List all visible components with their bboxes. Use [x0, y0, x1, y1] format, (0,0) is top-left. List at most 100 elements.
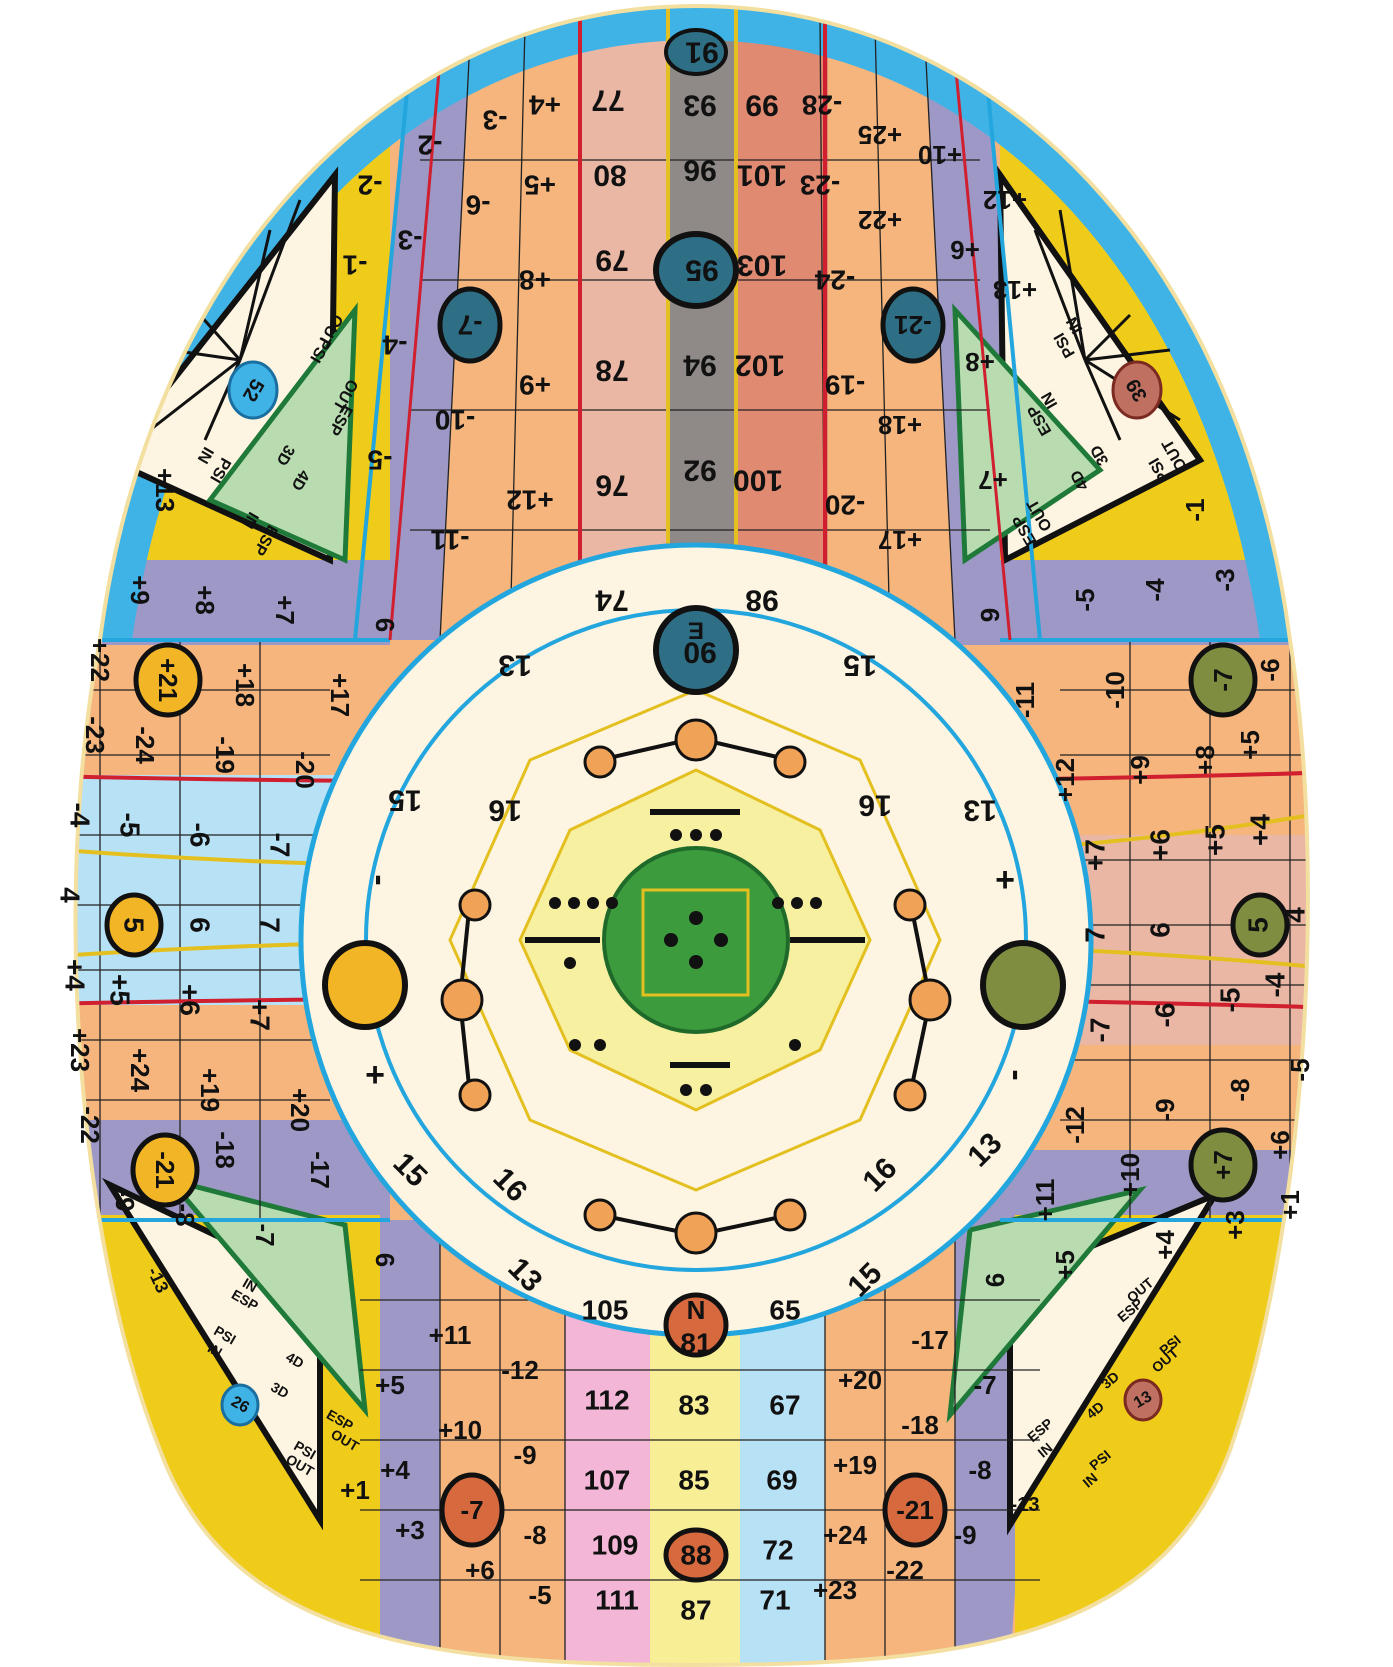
cell-label: +6 [1145, 829, 1176, 861]
cell-label: +9 [125, 575, 155, 605]
cell-label: -7 [1208, 668, 1238, 691]
cell-label: +1 [340, 1475, 370, 1505]
cell-label: +6 [175, 984, 206, 1016]
cell-label: +10 [918, 140, 962, 170]
cell-label: -4 [65, 803, 96, 828]
cell-label: -8 [523, 1520, 546, 1550]
cell-label: 105 [582, 1295, 629, 1326]
cell-label: -3 [398, 225, 423, 256]
cell-label: -23 [800, 170, 840, 201]
cell-label: 88 [680, 1540, 711, 1571]
cell-label: +5 [375, 1370, 405, 1400]
cell-label: + [365, 1056, 385, 1094]
cell-label: +8 [965, 347, 995, 377]
cell-label: 93 [683, 89, 716, 122]
cell-label: +4 [1245, 814, 1276, 846]
cell-label: +11 [1030, 1179, 1060, 1222]
cell-label: -11 [1010, 682, 1040, 718]
cell-label: +4 [529, 90, 561, 121]
cell-label: 9 [975, 608, 1005, 622]
cell-label: +6 [1265, 1130, 1295, 1160]
cell-label: -19 [210, 736, 240, 774]
cell-label: -9 [110, 1188, 140, 1211]
cell-label: -3 [483, 105, 508, 136]
cell-label: 80 [593, 159, 626, 192]
cell-label: -6 [1150, 1003, 1181, 1028]
cell-label: +19 [833, 1450, 877, 1480]
cell-label: -17 [305, 1151, 335, 1189]
cell-label: +17 [325, 673, 355, 717]
cell-label: +5 [1200, 824, 1231, 856]
cell-label: +19 [195, 1068, 225, 1112]
cell-label: 111 [595, 1585, 639, 1616]
cell-label: +25 [858, 120, 902, 150]
cell-label: +22 [85, 638, 115, 682]
cell-label: +12 [506, 485, 554, 516]
cell-label: +13 [150, 468, 180, 512]
cell-label: 85 [678, 1465, 709, 1496]
cell-label: +11 [429, 1320, 472, 1350]
cell-label: -12 [501, 1355, 539, 1385]
cell-label: -4 [1140, 578, 1170, 602]
cell-label: -5 [1215, 988, 1246, 1013]
cell-label: -8 [1225, 1078, 1255, 1101]
cell-label: +18 [230, 663, 260, 707]
cell-label: 7 [1080, 927, 1111, 943]
cell-label: -20 [825, 490, 865, 521]
cell-label: 96 [683, 154, 716, 187]
cell-label: +23 [813, 1575, 857, 1605]
cell-label: +13 [993, 275, 1037, 305]
cell-label: +7 [245, 999, 276, 1031]
cell-label: 67 [769, 1390, 800, 1421]
cell-label: 72 [762, 1535, 793, 1566]
cell-label: 77 [591, 84, 624, 117]
cell-label: +23 [65, 1028, 95, 1072]
cell-label: 15 [843, 649, 876, 682]
cell-label: +7 [1208, 1150, 1238, 1180]
cell-label: -9 [1150, 1098, 1180, 1121]
cell-label: +20 [285, 1088, 315, 1132]
cell-label: -5 [115, 813, 146, 838]
cell-label: -22 [75, 1106, 105, 1144]
cell-label: +6 [950, 235, 980, 265]
cell-label: -19 [825, 370, 865, 401]
cell-label: +18 [878, 410, 922, 440]
cell-label: -22 [886, 1555, 924, 1585]
cell-label: -13 [1011, 1494, 1040, 1516]
cell-label: -10 [435, 405, 475, 436]
cell-label: +7 [270, 595, 300, 625]
cell-label: 15 [388, 784, 421, 817]
cell-label: + [995, 861, 1015, 899]
cell-label: -7 [458, 310, 483, 341]
cell-label: 6 [370, 1253, 400, 1267]
cell-label: 13 [963, 794, 996, 827]
cell-label: -21 [896, 1495, 934, 1525]
cell-label: -5 [528, 1580, 551, 1610]
cell-label: -7 [1085, 1018, 1116, 1043]
cell-label: 76 [595, 469, 628, 502]
cell-label: +20 [838, 1365, 882, 1395]
cell-label: -7 [973, 1370, 996, 1400]
cell-label: -17 [911, 1325, 949, 1355]
cell-label: -8 [968, 1455, 991, 1485]
cell-label: -1 [1180, 498, 1210, 521]
cell-label: -2 [358, 170, 383, 201]
cell-label: -7 [250, 1223, 280, 1246]
cell-label: -28 [802, 90, 842, 121]
cell-label: 99 [745, 89, 778, 122]
cell-label: +5 [105, 974, 136, 1006]
cell-label: -24 [814, 265, 855, 296]
cell-label: -9 [953, 1520, 976, 1550]
cell-label: 102 [735, 349, 785, 382]
purple-band-right-top [955, 555, 1393, 645]
cell-label: 4 [55, 887, 86, 903]
cell-label: +8 [190, 585, 220, 615]
cell-label: 16 [488, 794, 521, 827]
cell-label: 6 [370, 618, 400, 632]
cell-label: 101 [737, 159, 787, 192]
cell-label: -18 [210, 1131, 240, 1169]
cell-label: 94 [683, 349, 717, 382]
cell-label: 83 [678, 1390, 709, 1421]
cell-label: +12 [1050, 758, 1080, 802]
cell-label: +4 [1150, 1230, 1180, 1260]
